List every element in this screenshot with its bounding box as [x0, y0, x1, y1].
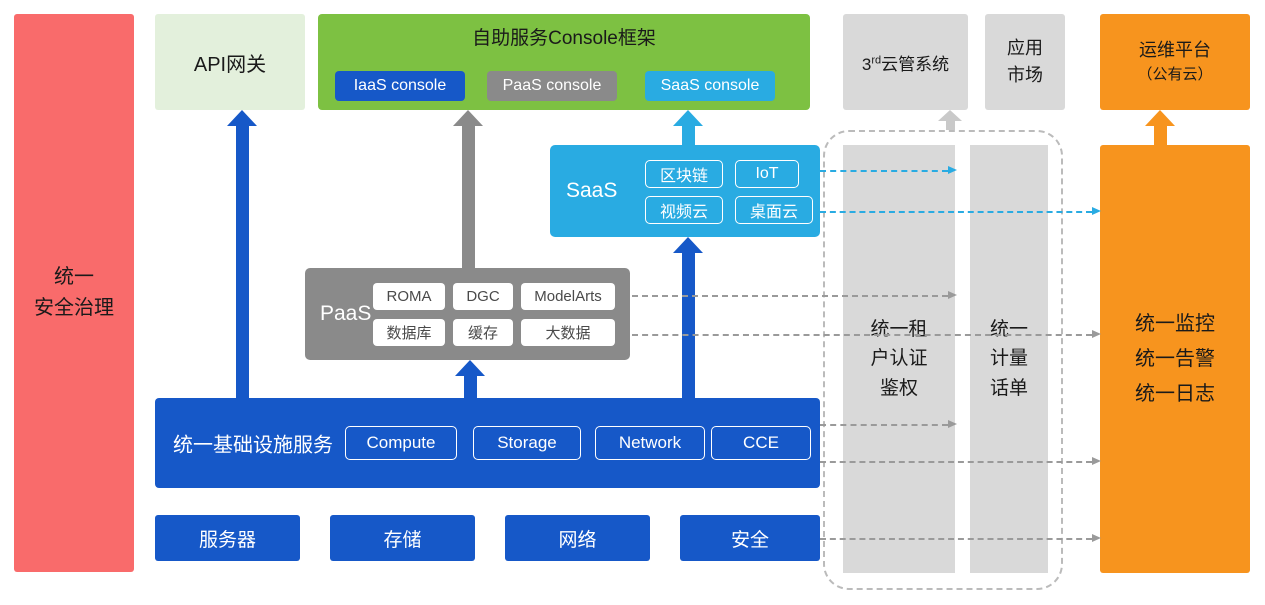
arrow-shaft [681, 126, 695, 145]
dash-line [820, 211, 1092, 213]
arrow-infra-to-paas [455, 360, 485, 398]
om-platform-line-1: 运维平台 [1139, 40, 1211, 61]
arrow-head [455, 360, 485, 376]
monitoring-box: 统一监控 统一告警 统一日志 [1100, 145, 1250, 573]
paas-chip-modelarts: ModelArts [521, 283, 615, 310]
arrow-infra-to-saas [673, 237, 703, 398]
app-market-line-2: 市场 [1007, 65, 1043, 85]
dash-arrow-head [1092, 534, 1101, 542]
dash-line [632, 334, 1092, 336]
arrow-head [227, 110, 257, 126]
dash-arrow-head [948, 166, 957, 174]
saas-chip-video-cloud: 视频云 [645, 196, 723, 224]
arrow-shaft [945, 121, 955, 130]
arrow-head [1145, 110, 1175, 126]
monitoring-line-3: 统一日志 [1135, 382, 1215, 405]
tenant-auth-column: 统一租 户认证 鉴权 [843, 145, 955, 573]
tenant-auth-line-2: 户认证 [870, 348, 928, 370]
metering-line-3: 话单 [989, 377, 1028, 399]
api-gateway-box: API网关 [155, 14, 305, 110]
security-governance-line-2: 安全治理 [34, 297, 114, 319]
arrow-shaft [681, 253, 695, 398]
om-platform-box: 运维平台 （公有云） [1100, 14, 1250, 110]
paas-console-chip: PaaS console [487, 71, 617, 101]
arrow-saas-to-console [673, 110, 703, 145]
infra-chip-cce: CCE [711, 426, 811, 460]
arrow-shaft [235, 126, 249, 398]
resource-box-network: 网络 [505, 515, 650, 561]
third-party-cloud-mgmt-box: 3rd云管系统 [843, 14, 968, 110]
saas-chip-blockchain: 区块链 [645, 160, 723, 188]
dash-arrow-head [1092, 330, 1101, 338]
resource-box-server: 服务器 [155, 515, 300, 561]
dash-line [632, 295, 948, 297]
saas-chip-iot: IoT [735, 160, 799, 188]
dash-arrow-head [1092, 207, 1101, 215]
dash-arrow-head [948, 291, 957, 299]
security-governance-bar: 统一 安全治理 [14, 14, 134, 572]
saas-console-chip: SaaS console [645, 71, 775, 101]
om-platform-line-2: （公有云） [1137, 66, 1213, 84]
infra-chip-compute: Compute [345, 426, 457, 460]
monitoring-line-2: 统一告警 [1135, 347, 1215, 370]
saas-chip-desktop-cloud: 桌面云 [735, 196, 813, 224]
tenant-auth-line-3: 鉴权 [879, 377, 918, 399]
third-cloud-rest: 云管系统 [881, 54, 950, 74]
api-gateway-label: API网关 [193, 53, 267, 76]
arrow-monitoring-to-om-platform [1145, 110, 1175, 145]
arrow-paas-to-console [453, 110, 483, 268]
resource-box-storage: 存储 [330, 515, 475, 561]
paas-chip-database: 数据库 [373, 319, 445, 346]
infra-chip-storage: Storage [473, 426, 581, 460]
saas-label: SaaS [566, 179, 618, 202]
shared-services-dashed-container [823, 130, 1063, 590]
metering-line-2: 计量 [989, 348, 1028, 370]
arrow-head [938, 110, 962, 121]
paas-chip-dgc: DGC [453, 283, 513, 310]
iaas-console-chip: IaaS console [335, 71, 465, 101]
metering-line-1: 统一 [989, 318, 1028, 340]
app-market-line-1: 应用 [1007, 38, 1043, 58]
arrow-head [453, 110, 483, 126]
third-party-cloud-mgmt-label: 3rd云管系统 [862, 50, 949, 75]
dash-arrow-head [948, 420, 957, 428]
arrow-shaft [463, 376, 477, 398]
saas-box: SaaS 区块链 IoT 视频云 桌面云 [550, 145, 820, 237]
infrastructure-box: 统一基础设施服务 Compute Storage Network CCE [155, 398, 820, 488]
dash-arrow-head [1092, 457, 1101, 465]
paas-chip-cache: 缓存 [453, 319, 513, 346]
arrow-infra-to-api-gateway [227, 110, 257, 398]
paas-label: PaaS [320, 302, 372, 325]
metering-column: 统一 计量 话单 [970, 145, 1048, 573]
monitoring-line-1: 统一监控 [1135, 312, 1215, 335]
dash-line [820, 538, 1092, 540]
third-cloud-base: 3 [861, 54, 872, 74]
paas-chip-roma: ROMA [373, 283, 445, 310]
infrastructure-label: 统一基础设施服务 [173, 434, 333, 457]
arrow-to-third-cloud [938, 110, 962, 130]
paas-chip-bigdata: 大数据 [521, 319, 615, 346]
tenant-auth-line-1: 统一租 [870, 318, 928, 340]
console-frame-box: 自助服务Console框架 IaaS console PaaS console … [318, 14, 810, 110]
arrow-shaft [1153, 126, 1167, 145]
app-market-box: 应用 市场 [985, 14, 1065, 110]
arrow-shaft [461, 126, 475, 268]
paas-box: PaaS ROMA DGC ModelArts 数据库 缓存 大数据 [305, 268, 630, 360]
dash-line [820, 424, 948, 426]
arrow-head [673, 237, 703, 253]
resource-box-security: 安全 [680, 515, 820, 561]
third-cloud-sup: rd [871, 53, 882, 66]
infra-chip-network: Network [595, 426, 705, 460]
dash-line [820, 170, 948, 172]
dash-line [820, 461, 1092, 463]
arrow-head [673, 110, 703, 126]
security-governance-line-1: 统一 [54, 266, 94, 288]
console-frame-title: 自助服务Console框架 [472, 28, 656, 49]
